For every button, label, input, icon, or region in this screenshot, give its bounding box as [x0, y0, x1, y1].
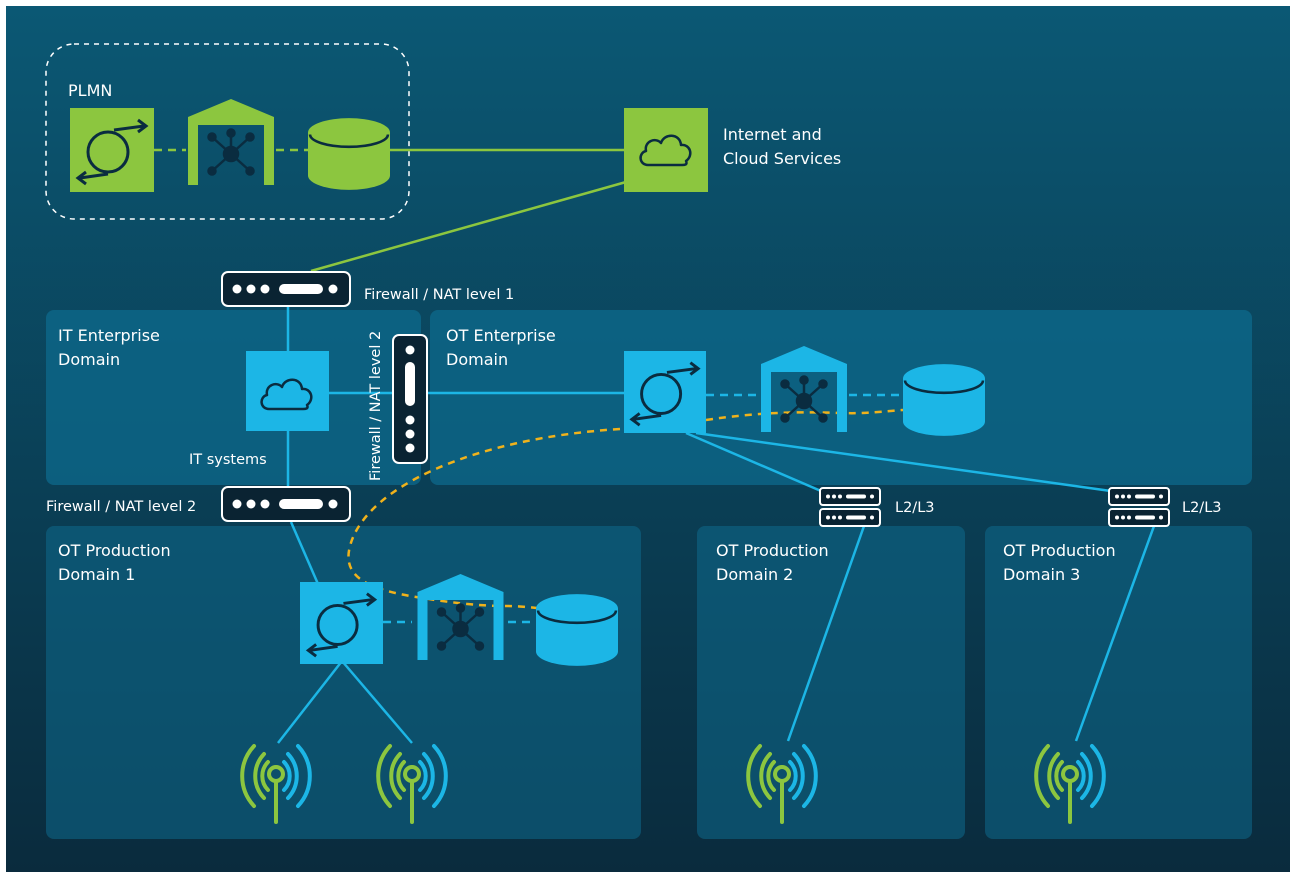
link-otcore-l2l3b [695, 431, 1119, 494]
ot-prod3-label-line2: Domain 3 [1003, 565, 1080, 584]
yellow-link-otcore-prod1 [347, 427, 621, 611]
firewall-nat-level2-vertical-icon [392, 334, 428, 464]
prod1-core-node [300, 582, 383, 664]
firewall-nat-level1-icon [221, 271, 351, 307]
ot-prod2-label-line2: Domain 2 [716, 565, 793, 584]
ot-enterprise-label-line2: Domain [446, 350, 508, 369]
ot-production-domain-1-box [46, 526, 641, 839]
firewall-nat-level2-icon [221, 486, 351, 522]
plmn-core-node [70, 108, 154, 192]
link-prod1core-radio2 [341, 660, 413, 744]
ot-prod1-label-line2: Domain 1 [58, 565, 135, 584]
internet-label-line2: Cloud Services [723, 149, 841, 168]
plmn-label: PLMN [68, 81, 112, 100]
plmn-boundary [45, 43, 410, 220]
network-architecture-diagram: PLMN Internet and Cloud Services Firewal… [6, 6, 1290, 872]
it-enterprise-label-line2: Domain [58, 350, 120, 369]
ot-prod1-label-line1: OT Production [58, 541, 171, 560]
l2l3-label-a: L2/L3 [895, 500, 935, 516]
link-otcore-l2l3a [685, 431, 829, 496]
it-enterprise-label-line1: IT Enterprise [58, 326, 160, 345]
l2l3-label-b: L2/L3 [1182, 500, 1222, 516]
firewall-nat-level2-vertical-label: Firewall / NAT level 2 [368, 331, 384, 481]
yellow-link-ot-core-edge-storage [705, 408, 904, 422]
ot-prod3-label-line1: OT Production [1003, 541, 1116, 560]
it-cloud-node [246, 351, 329, 431]
prod1-database-icon [536, 594, 618, 666]
ot-database-icon [903, 364, 985, 436]
link-internet-firewall1 [310, 180, 627, 273]
internet-label-line1: Internet and [723, 125, 822, 144]
it-systems-label: IT systems [189, 452, 267, 468]
ot-prod2-label-line1: OT Production [716, 541, 829, 560]
ot-enterprise-label-line1: OT Enterprise [446, 326, 556, 345]
link-firewall2-prod1core [289, 521, 320, 585]
firewall-nat-level1-label: Firewall / NAT level 1 [364, 287, 514, 303]
firewall-nat-level2-label: Firewall / NAT level 2 [46, 499, 196, 515]
link-l2l3a-radio [786, 525, 866, 742]
ot-core-node [624, 351, 706, 433]
link-prod1core-radio1 [277, 660, 343, 744]
link-l2l3b-radio [1074, 525, 1156, 742]
plmn-database-icon [308, 118, 390, 190]
internet-cloud-node [624, 108, 708, 192]
